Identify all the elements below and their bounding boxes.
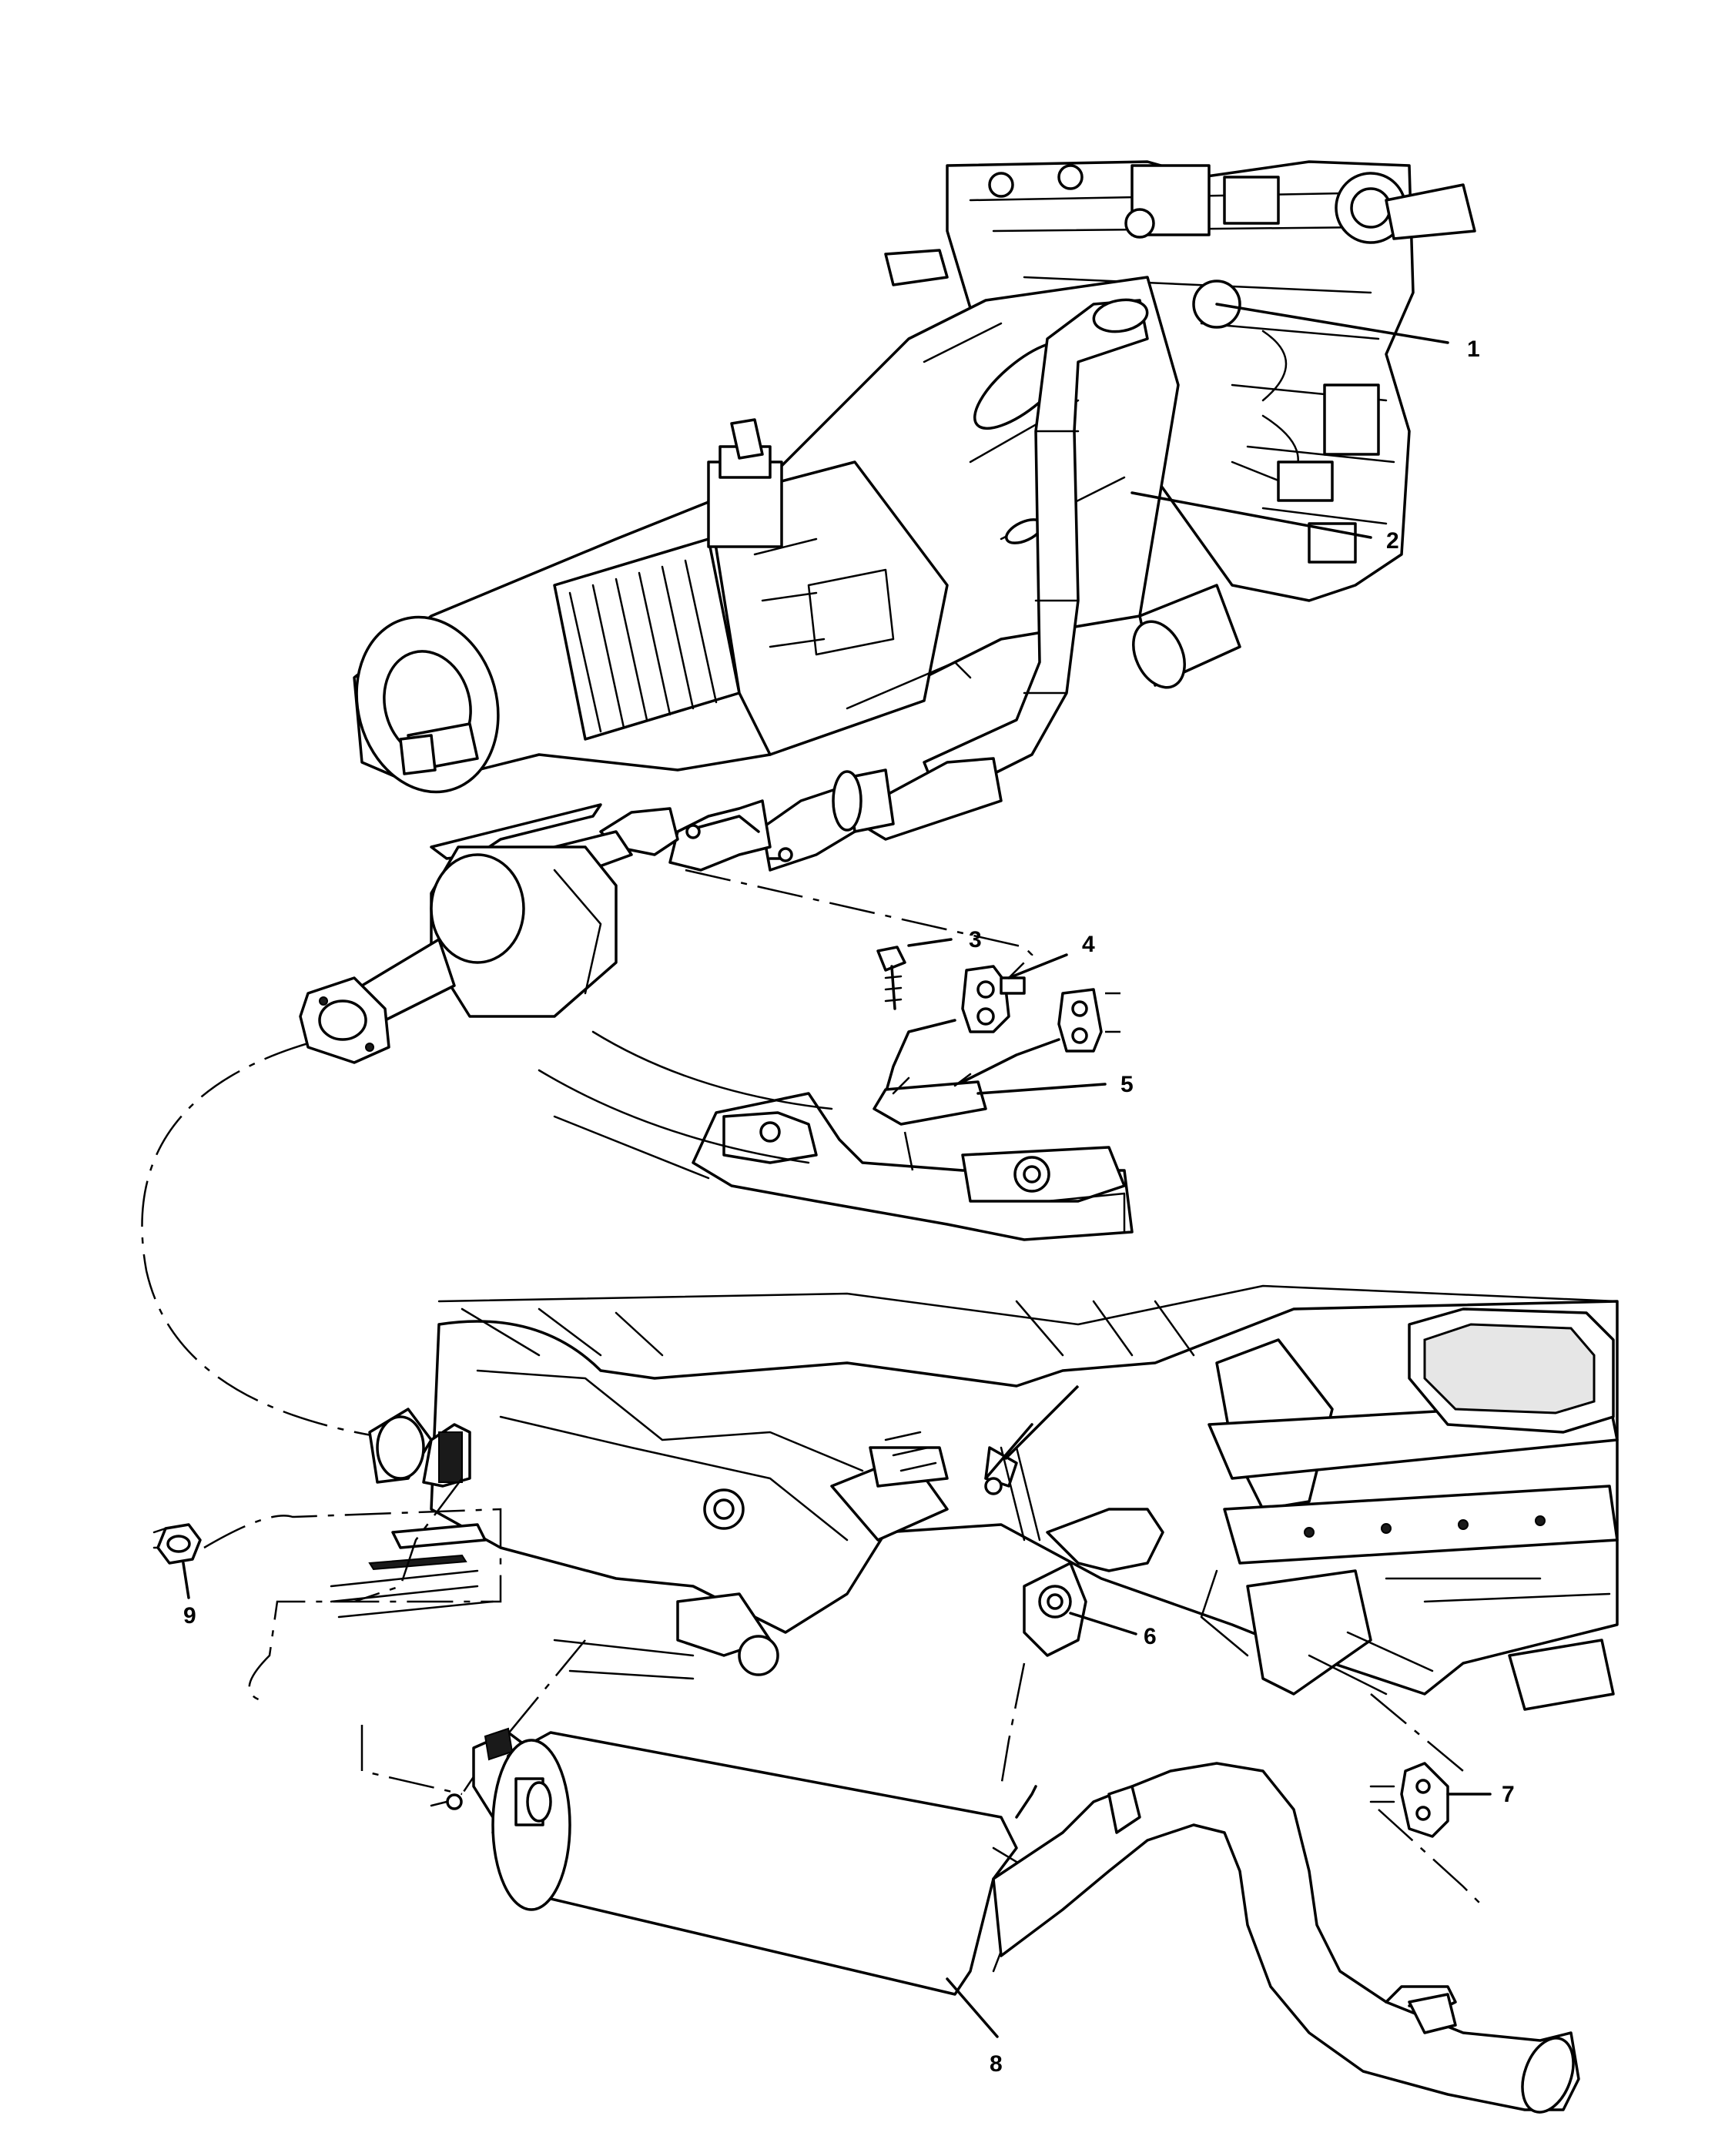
rear-hanger-isolator	[1369, 1762, 1449, 1838]
front-exhaust-pipe	[923, 298, 1241, 802]
muffler-hanger-isolator	[1000, 1446, 1164, 1657]
underbody-floor-pan	[330, 1284, 1619, 1711]
catalytic-converter-pipe	[299, 757, 1003, 1064]
leader-line-3	[907, 938, 953, 947]
hanger-assembly	[538, 946, 1134, 1241]
assembly-line-hanger-6	[1000, 1662, 1026, 1787]
assembly-line-hanger	[685, 869, 1033, 979]
engine-block	[884, 160, 1476, 602]
transmission	[353, 276, 1180, 794]
leader-line-1	[1215, 303, 1449, 344]
intermediate-pipe-clamp	[368, 1408, 471, 1488]
callout-7: 7	[1502, 1782, 1515, 1807]
leader-lines	[182, 303, 1492, 2038]
assembly-line-main	[141, 1042, 462, 1441]
leader-line-6	[1069, 1612, 1137, 1635]
callout-6: 6	[1144, 1624, 1157, 1649]
assembly-line-nut	[203, 1508, 502, 1703]
callout-5: 5	[1120, 1072, 1134, 1097]
nut-item-9	[152, 1523, 202, 1565]
leader-line-8	[946, 1977, 999, 2038]
callout-3: 3	[969, 927, 982, 952]
callout-4: 4	[1082, 932, 1095, 957]
callout-2: 2	[1386, 528, 1399, 554]
leader-line-5	[976, 1083, 1107, 1095]
muffler-tailpipe-assembly	[430, 1727, 1580, 2114]
assembly-line-isolator	[1105, 992, 1120, 1033]
callout-8: 8	[990, 2051, 1003, 2077]
callout-1: 1	[1467, 336, 1480, 362]
assembly-line-bracket	[903, 1131, 914, 1171]
assembly-line-hanger-7	[1370, 1693, 1487, 1910]
callout-9: 9	[183, 1603, 196, 1629]
leader-line-9	[182, 1562, 190, 1599]
leader-line-4	[1007, 953, 1068, 979]
leader-line-2	[1130, 491, 1372, 539]
callout-labels: 1 2 3 4 5 6 7 8 9	[183, 336, 1515, 2077]
